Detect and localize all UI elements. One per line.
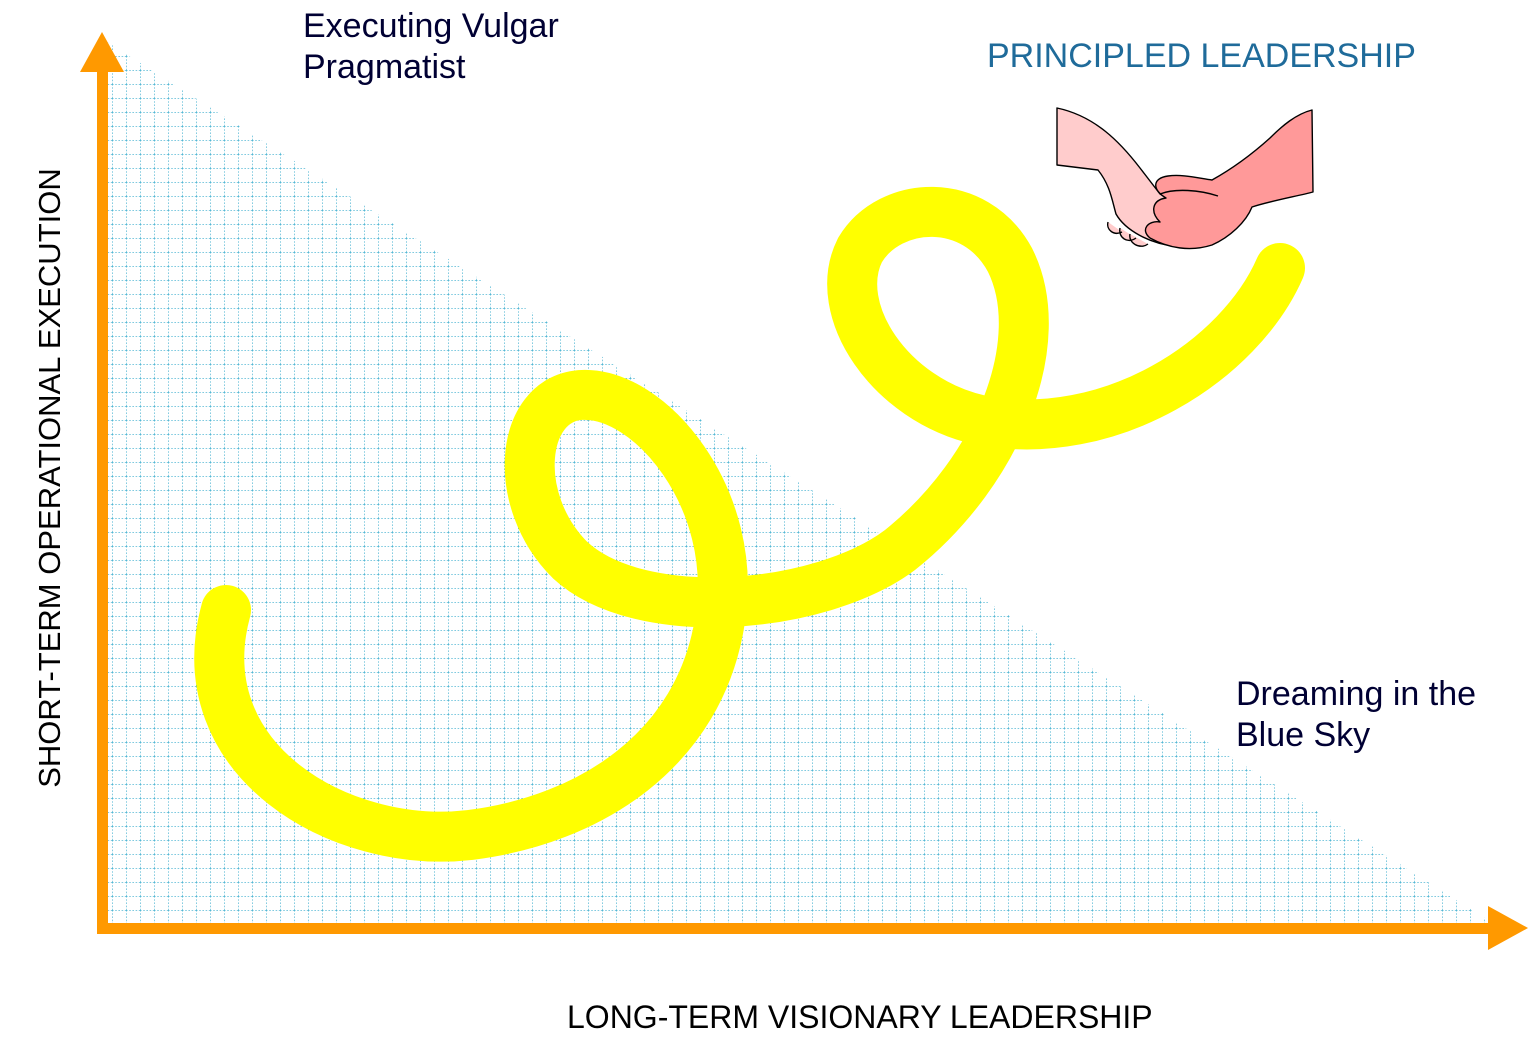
- bottom-right-line2: Blue Sky: [1236, 715, 1371, 754]
- top-left-line2: Pragmatist: [303, 47, 466, 86]
- grid-triangle: [104, 40, 1497, 926]
- y-axis-label: SHORT-TERM OPERATIONAL EXECUTION: [32, 168, 67, 788]
- principled-leadership-label: PRINCIPLED LEADERSHIP: [987, 37, 1416, 75]
- dreaming-blue-sky-label: Dreaming in the Blue Sky: [1236, 674, 1476, 756]
- x-axis-arrow: [97, 906, 1528, 950]
- handshake-icon: [1056, 107, 1314, 250]
- executing-vulgar-pragmatist-label: Executing Vulgar Pragmatist: [303, 6, 559, 88]
- spiral-curve: [194, 186, 1305, 862]
- top-left-line1: Executing Vulgar: [303, 7, 559, 45]
- x-axis-label: LONG-TERM VISIONARY LEADERSHIP: [567, 999, 1153, 1035]
- y-axis-arrow: [80, 32, 124, 934]
- bottom-right-line1: Dreaming in the: [1236, 675, 1477, 713]
